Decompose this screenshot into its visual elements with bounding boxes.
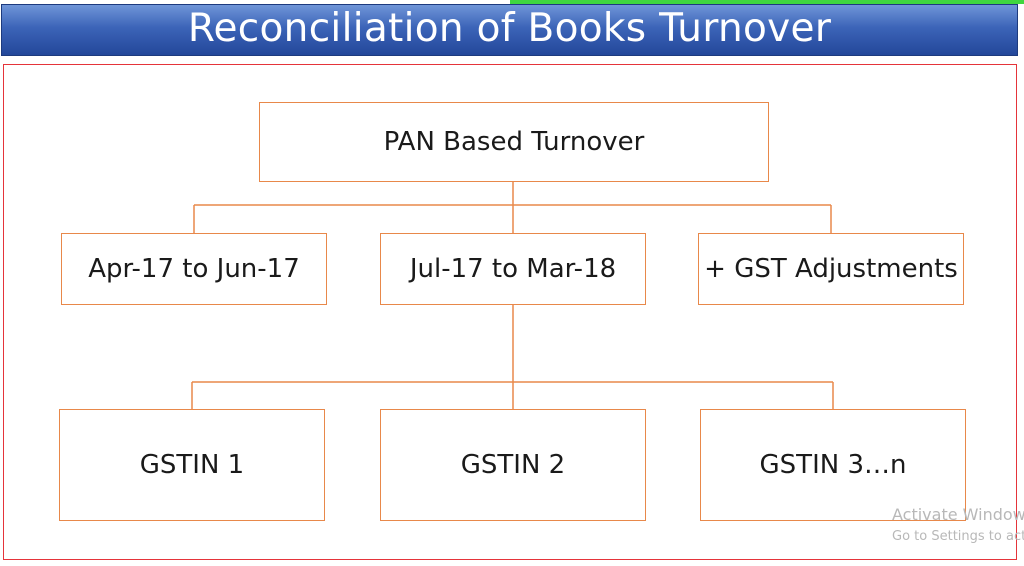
node-pan-based-turnover: PAN Based Turnover [259, 102, 769, 182]
diagram-frame [3, 64, 1017, 560]
accent-strip [510, 0, 1024, 4]
top-strip [0, 0, 1024, 4]
node-gstin-3-n: GSTIN 3…n [700, 409, 966, 521]
node-gstin-1: GSTIN 1 [59, 409, 325, 521]
node-jul-mar: Jul-17 to Mar-18 [380, 233, 646, 305]
node-apr-jun: Apr-17 to Jun-17 [61, 233, 327, 305]
node-gst-adjustments: + GST Adjustments [698, 233, 964, 305]
activation-watermark-subtitle: Go to Settings to activate Windows. [892, 529, 1024, 544]
title-bar: Reconciliation of Books Turnover [1, 4, 1018, 56]
slide-title: Reconciliation of Books Turnover [187, 5, 832, 51]
node-gstin-2: GSTIN 2 [380, 409, 646, 521]
activation-watermark-title: Activate Windows [892, 505, 1024, 524]
